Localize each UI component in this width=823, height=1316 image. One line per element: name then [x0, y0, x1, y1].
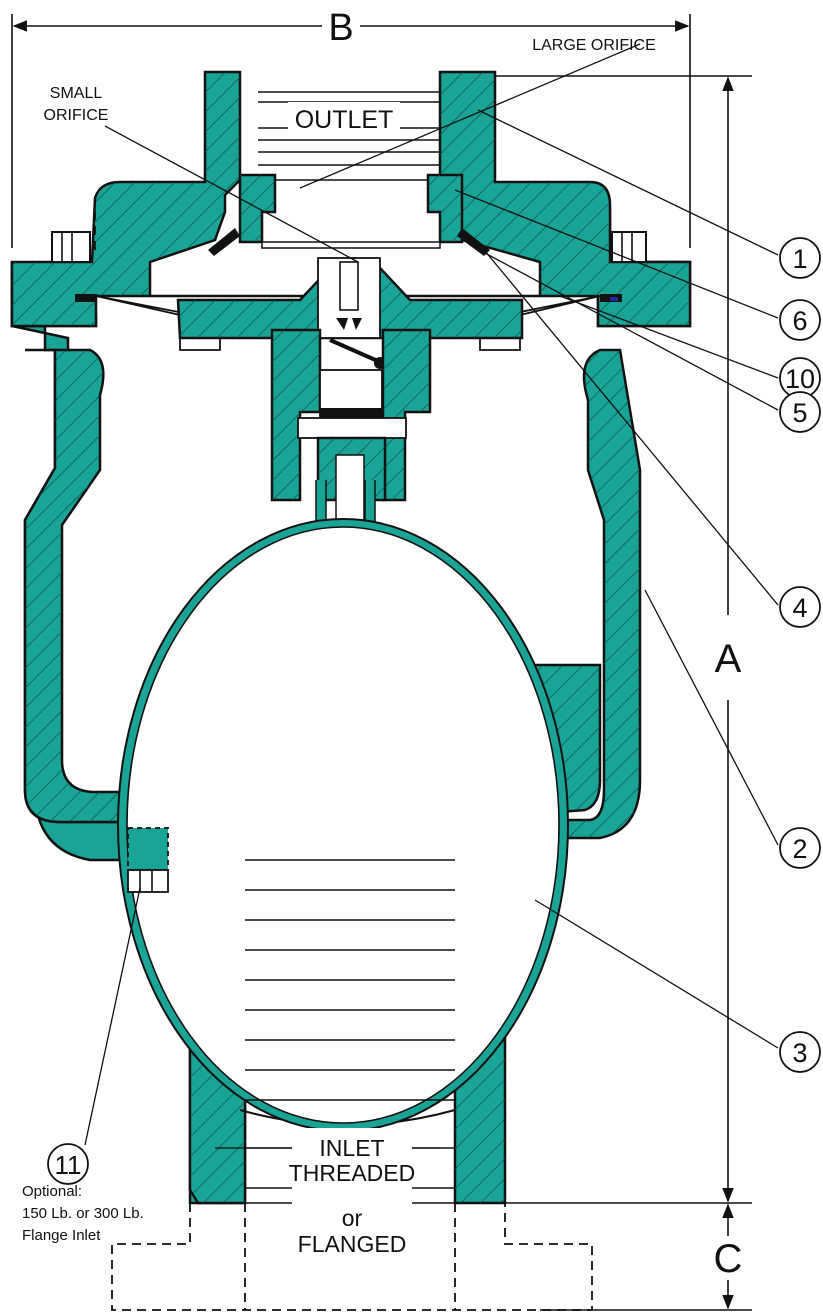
callout-4-label: 4	[792, 593, 807, 623]
inlet-flanged-label: FLANGED	[298, 1231, 407, 1257]
callout-5-label: 5	[792, 398, 807, 428]
optional-note-line1: Optional:	[22, 1183, 82, 1200]
optional-note-line3: Flange Inlet	[22, 1227, 101, 1244]
drain-plug	[127, 827, 169, 893]
optional-flange-outline	[94, 196, 593, 1311]
callout-11: 11	[47, 1143, 89, 1185]
callout-4: 4	[779, 586, 821, 628]
small-orifice-label-line1: SMALL	[50, 85, 103, 102]
callout-6: 6	[779, 299, 821, 341]
valve-cover	[10, 70, 692, 328]
dimension-c-label: C	[714, 1237, 743, 1281]
float-ball	[117, 518, 569, 1132]
callout-1: 1	[779, 237, 821, 279]
callout-2-label: 2	[792, 834, 807, 864]
dimension-b: B	[11, 7, 691, 248]
callout-10-label: 10	[785, 364, 815, 394]
large-orifice-label: LARGE ORIFICE	[532, 37, 656, 54]
inlet-threaded-label: THREADED	[289, 1160, 416, 1186]
small-orifice-label-line2: ORIFICE	[44, 107, 109, 124]
callout-3: 3	[779, 1031, 821, 1073]
inlet-label: INLET	[319, 1135, 384, 1161]
dimension-a-label: A	[715, 637, 742, 681]
optional-note-line2: 150 Lb. or 300 Lb.	[22, 1205, 144, 1222]
callout-3-label: 3	[792, 1038, 807, 1068]
callout-5: 5	[779, 391, 821, 433]
inlet-or-label: or	[342, 1205, 363, 1231]
leader-lines	[84, 43, 779, 1149]
dimension-c: C	[540, 1203, 752, 1311]
callout-11-label: 11	[55, 1150, 82, 1180]
callout-2: 2	[779, 827, 821, 869]
callout-6-label: 6	[792, 306, 807, 336]
dimension-b-label: B	[328, 7, 353, 49]
outlet-label: OUTLET	[295, 106, 394, 134]
callout-1-label: 1	[792, 244, 807, 274]
dimension-a: A	[458, 75, 752, 1204]
